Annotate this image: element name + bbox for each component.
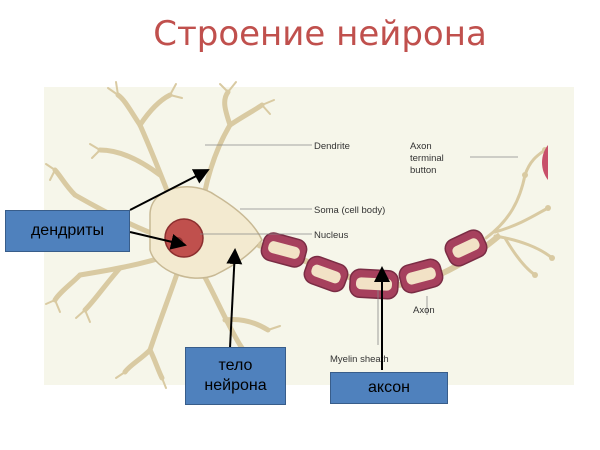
- label-soma: Soma (cell body): [314, 205, 385, 216]
- label-axon: Axon: [413, 305, 435, 316]
- label-axon-terminal-3: button: [410, 165, 436, 176]
- label-dendrite: Dendrite: [314, 141, 350, 152]
- terminal-button: [542, 145, 548, 180]
- arrow-dendrites-2: [129, 231, 187, 250]
- label-myelin: Myelin sheath: [330, 354, 389, 365]
- label-axon-terminal-1: Axon: [410, 141, 432, 152]
- nucleus: [164, 218, 204, 258]
- label-axon-terminal-2: terminal: [410, 153, 444, 164]
- diagram-panel: [44, 87, 574, 385]
- label-nucleus: Nucleus: [314, 230, 349, 241]
- arrow-dendrites-1: [129, 169, 210, 211]
- axon-terminal: [484, 148, 554, 277]
- arrow-soma: [226, 248, 243, 349]
- callout-dendrites: дендриты: [5, 210, 130, 252]
- slide-title: Строение нейрона: [153, 14, 487, 54]
- callout-axon: аксон: [330, 372, 448, 404]
- callout-soma: тело нейрона: [185, 347, 286, 405]
